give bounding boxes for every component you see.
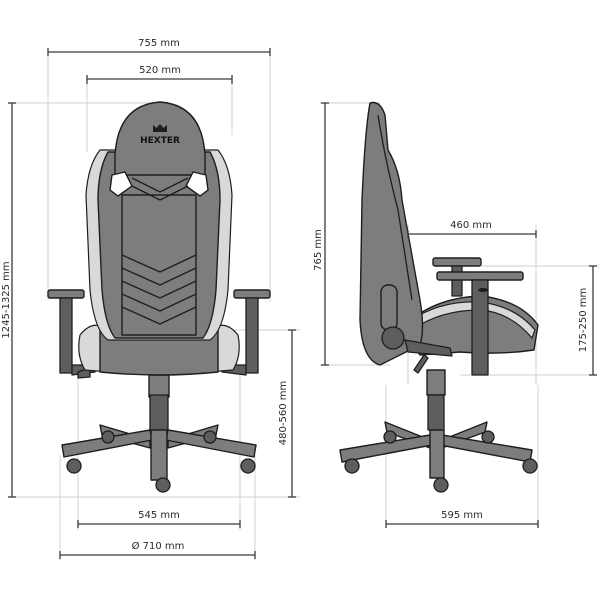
crown-icon (153, 124, 167, 132)
front-view: HEXTER 755 mm 520 mm 1245-1325 mm 480-56… (1, 38, 300, 560)
dim-overall-width: 755 mm (138, 38, 180, 49)
front-dimensions: 755 mm 520 mm 1245-1325 mm 480-560 mm 54… (1, 38, 296, 559)
dim-backrest-width: 520 mm (139, 65, 181, 76)
side-view: 765 mm 460 mm 175-250 mm 595 mm (313, 101, 597, 528)
dim-base-depth: 595 mm (441, 510, 483, 521)
dim-base-diameter: Ø 710 mm (132, 540, 185, 552)
side-base (339, 354, 538, 493)
dim-seat-depth: 460 mm (450, 220, 492, 231)
brand-logo-text: HEXTER (140, 136, 180, 146)
side-armrest (432, 257, 524, 376)
side-seat (399, 295, 539, 356)
side-dimensions: 765 mm 460 mm 175-250 mm 595 mm (313, 102, 597, 528)
front-base (61, 374, 257, 493)
front-seat (78, 324, 240, 376)
front-backrest: HEXTER (85, 101, 233, 341)
side-backrest (359, 101, 453, 366)
dim-overall-height: 1245-1325 mm (1, 261, 12, 338)
dim-backrest-height: 765 mm (313, 229, 324, 271)
dim-seat-height: 480-560 mm (278, 381, 289, 445)
dim-armrest-spacing: 545 mm (138, 510, 180, 521)
dim-armrest-height: 175-250 mm (578, 288, 589, 352)
